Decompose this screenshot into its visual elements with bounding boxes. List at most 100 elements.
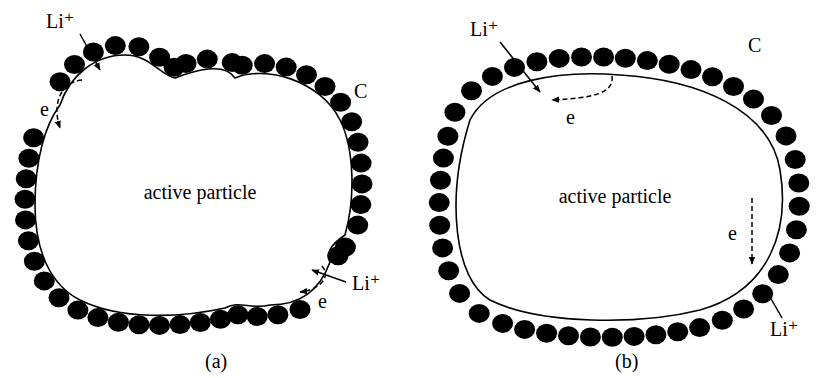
carbon-particle — [761, 106, 782, 125]
particle-outline-path — [456, 74, 782, 320]
carbon-particle — [743, 90, 764, 109]
carbon-particle — [108, 313, 129, 332]
carbon-particle — [18, 231, 39, 250]
carbon-particle — [712, 311, 733, 330]
carbon-particle — [788, 174, 809, 193]
arrows — [57, 34, 782, 318]
carbon-particle — [437, 127, 458, 146]
carbon-particle — [492, 314, 513, 333]
particle-label: active particle — [144, 181, 257, 204]
carbon-particle — [429, 193, 450, 212]
carbon-particle — [247, 307, 268, 326]
carbon-particle — [461, 81, 482, 100]
carbon-particle — [67, 301, 88, 320]
carbon-particle — [444, 103, 465, 122]
carbon-particle — [469, 304, 490, 323]
carbon-particle — [776, 126, 797, 145]
carbon-particle — [348, 133, 369, 152]
carbon-particle — [789, 197, 810, 216]
carbon-particle — [290, 300, 311, 319]
carbon-particle — [526, 52, 547, 71]
panel-caption: (b) — [615, 350, 638, 373]
particle-label: active particle — [559, 185, 672, 208]
carbon-particle — [350, 195, 371, 214]
carbon-particle — [602, 328, 623, 347]
carbon-particle — [667, 322, 688, 341]
carbon-particle — [723, 77, 744, 96]
carbon-particle — [433, 149, 454, 168]
carbon-particle — [176, 54, 197, 73]
carbon-particle — [779, 243, 800, 262]
ion-label: Li⁺ — [46, 10, 74, 33]
carbon-particle — [429, 216, 450, 235]
carbon-label: C — [354, 80, 367, 103]
carbon-particle — [149, 316, 170, 335]
carbon-particle — [347, 216, 368, 235]
carbon-particle — [105, 36, 126, 55]
carbon-particle — [645, 325, 666, 344]
carbon-particle — [23, 128, 44, 147]
carbon-particle — [580, 328, 601, 347]
carbon-particle — [197, 50, 218, 69]
electron-label: e — [728, 222, 737, 245]
ion-arrow — [500, 42, 540, 92]
carbon-particles — [15, 36, 810, 347]
electron-label: e — [318, 290, 327, 313]
carbon-particle — [536, 324, 557, 343]
carbon-particle — [438, 261, 459, 280]
carbon-particle — [514, 320, 535, 339]
carbon-particle — [659, 55, 680, 74]
panel-caption: (a) — [205, 350, 227, 373]
carbon-particle — [128, 37, 149, 56]
ion-label: Li⁺ — [770, 318, 798, 341]
carbon-particle — [232, 56, 253, 75]
carbon-particle — [571, 48, 592, 67]
carbon-particle — [430, 171, 451, 190]
particle-outline-path — [35, 55, 352, 315]
carbon-particle — [558, 326, 579, 345]
carbon-particle — [593, 48, 614, 67]
carbon-particle — [786, 220, 807, 239]
carbon-particle — [15, 210, 36, 229]
carbon-particle — [87, 308, 108, 327]
carbon-particle — [190, 313, 211, 332]
carbon-particle — [768, 265, 789, 284]
active-particle: active particle — [28, 38, 364, 330]
carbon-particle — [267, 305, 288, 324]
carbon-particle — [549, 49, 570, 68]
carbon-particle — [16, 169, 37, 188]
electron-label: e — [566, 106, 575, 129]
carbon-particle — [689, 318, 710, 337]
ion-arrow — [766, 290, 782, 318]
carbon-particle — [702, 67, 723, 86]
carbon-particle — [624, 327, 645, 346]
carbon-particle — [254, 54, 275, 73]
active-particle: active particle — [448, 66, 786, 324]
carbon-particle — [785, 150, 806, 169]
ion-arrow — [312, 270, 346, 282]
carbon-particle — [352, 174, 373, 193]
carbon-particle — [752, 284, 773, 303]
carbon-particle — [351, 154, 372, 173]
electron-label: e — [40, 98, 49, 121]
carbon-particle — [482, 67, 503, 86]
carbon-particle — [129, 315, 150, 334]
carbon-particle — [733, 300, 754, 319]
carbon-particle — [276, 58, 297, 77]
carbon-particle — [170, 315, 191, 334]
ion-label: Li⁺ — [470, 18, 498, 41]
carbon-label: C — [748, 34, 761, 57]
carbon-particle — [210, 310, 231, 329]
carbon-particle — [18, 149, 39, 168]
carbon-particle — [15, 190, 36, 209]
carbon-particle — [432, 238, 453, 257]
ion-label: Li⁺ — [352, 272, 380, 295]
electron-path — [751, 198, 753, 264]
carbon-particle — [615, 49, 636, 68]
carbon-particle — [637, 51, 658, 70]
electron-path — [552, 76, 612, 100]
carbon-particle — [681, 60, 702, 79]
carbon-particle — [449, 284, 470, 303]
